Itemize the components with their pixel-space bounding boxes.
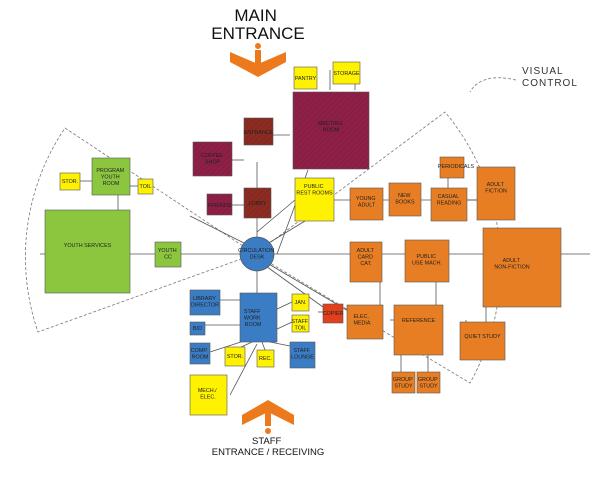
- mech-elec-box: [189, 374, 228, 416]
- group-study-2-label: GROUP STUDY: [418, 377, 439, 390]
- periodicals-label: PERIODICALS: [438, 164, 475, 170]
- stor-left-box: [59, 172, 81, 191]
- stor-bottom-label: STOR.: [227, 354, 243, 360]
- main-entrance-arrow-icon: [230, 52, 286, 77]
- coffee-shop-label: COFFEE SHOP: [201, 153, 224, 166]
- young-adult-label: YOUNG ADULT: [356, 196, 377, 209]
- public-restrooms-label: PUBLIC REST ROOMS: [296, 184, 333, 197]
- periodicals-box: [439, 156, 465, 179]
- room-labels: PANTRY STORAGE MEETING ROOM ENTRANCE COF…: [62, 71, 530, 401]
- staff-work-room-label: STAFF WORK ROOM: [244, 309, 262, 328]
- youth-cc-box: [154, 241, 182, 268]
- rooms: [44, 61, 562, 416]
- copier-label: COPIER: [323, 311, 344, 317]
- casual-reading-box: [430, 187, 468, 222]
- staff-toil-box: [291, 314, 310, 333]
- group-study-1-box: [391, 371, 416, 394]
- adult-nonfiction-label: ADULT NON-FICTION: [494, 258, 529, 271]
- group-study-2-box: [416, 371, 441, 394]
- elec-media-label: ELEC. MEDIA: [353, 314, 370, 327]
- adult-card-cat-label: ADULT CARD CAT.: [357, 248, 376, 267]
- staff-lounge-box: [289, 341, 316, 369]
- staff-entrance-title: STAFF ENTRANCE / RECEIVING: [212, 436, 324, 458]
- bid-label: B/D: [193, 326, 202, 332]
- jan-label: JAN.: [295, 300, 307, 306]
- adult-card-cat-box: [349, 241, 383, 283]
- public-restrooms-box: [294, 177, 335, 222]
- rec-box: [256, 349, 275, 368]
- staff-entrance-arrow-dot: [265, 428, 271, 434]
- youth-services-box: [44, 209, 131, 294]
- staff-entrance-arrow-stem: [265, 412, 271, 426]
- entrance-label: ENTRANCE: [244, 130, 274, 136]
- reference-label: REFERENCE: [402, 318, 436, 324]
- quiet-study-label: QUIET STUDY: [464, 334, 501, 340]
- friends-label: FRIENDS: [208, 203, 232, 209]
- comp-room-label: COMP. ROOM: [191, 348, 209, 361]
- main-entrance-arrow-dot: [255, 43, 261, 49]
- new-books-box: [388, 182, 422, 217]
- young-adult-box: [349, 187, 384, 221]
- quiet-study-box: [459, 321, 506, 361]
- staff-work-room-box: [239, 292, 278, 343]
- visual-control-leader: [469, 77, 517, 93]
- pantry-box: [293, 66, 318, 90]
- program-youth-room-box: [91, 157, 131, 196]
- casual-reading-label: CASUAL READING: [437, 194, 462, 207]
- new-books-label: NEW BOOKS: [395, 193, 415, 206]
- public-use-mach-box: [404, 239, 450, 283]
- storage-label: STORAGE: [333, 71, 360, 77]
- stor-left-label: STOR.: [62, 179, 78, 185]
- mech-elec-label: MECH./ ELEC.: [198, 388, 218, 401]
- circulation-desk-label: CIRCULATION DESK: [238, 248, 276, 261]
- staff-toil-label: STAFF TOIL: [291, 319, 309, 332]
- staff-entrance-marker: STAFF ENTRANCE / RECEIVING: [212, 400, 324, 458]
- staff-entrance-arrow-icon: [242, 400, 294, 425]
- comp-room-box: [189, 342, 211, 365]
- group-study-1-label: GROUP STUDY: [393, 377, 414, 390]
- stor-bottom-box: [224, 346, 246, 367]
- jan-box: [291, 293, 310, 312]
- storage-box: [332, 61, 361, 85]
- visual-control-sector-left: [25, 127, 256, 333]
- elec-media-box: [346, 304, 384, 340]
- rec-label: REC.: [259, 356, 272, 362]
- pantry-label: PANTRY: [295, 76, 317, 82]
- main-entrance-title: MAIN ENTRANCE: [211, 6, 305, 43]
- main-entrance-marker: MAIN ENTRANCE: [211, 6, 305, 77]
- youth-services-label: YOUTH SERVICES: [64, 243, 112, 249]
- toil-left-box: [137, 178, 154, 195]
- adult-nonfiction-box: [482, 227, 562, 308]
- staff-lounge-label: STAFF LOUNGE: [291, 348, 314, 361]
- library-director-box: [189, 289, 221, 316]
- copier-box: [322, 303, 344, 324]
- adult-fiction-box: [476, 166, 516, 221]
- library-director-label: LIBRARY DIRECTOR: [191, 296, 219, 309]
- circulation-desk-circle: [239, 236, 275, 272]
- visual-control-label: VISUAL CONTROL: [522, 66, 578, 89]
- public-use-mach-label: PUBLIC USE MACH.: [412, 254, 442, 267]
- bid-box: [189, 321, 206, 336]
- toil-left-label: TOIL: [140, 184, 152, 190]
- program-youth-room-label: PROGRAM YOUTH ROOM: [96, 168, 125, 187]
- meeting-room-label: MEETING ROOM: [318, 121, 344, 134]
- main-entrance-arrow-stem: [255, 50, 261, 64]
- adult-fiction-label: ADULT FICTION: [485, 182, 507, 195]
- youth-cc-label: YOUTH CC: [158, 248, 178, 261]
- reference-box: [393, 304, 444, 356]
- lobby-label: LOBBY: [249, 201, 267, 207]
